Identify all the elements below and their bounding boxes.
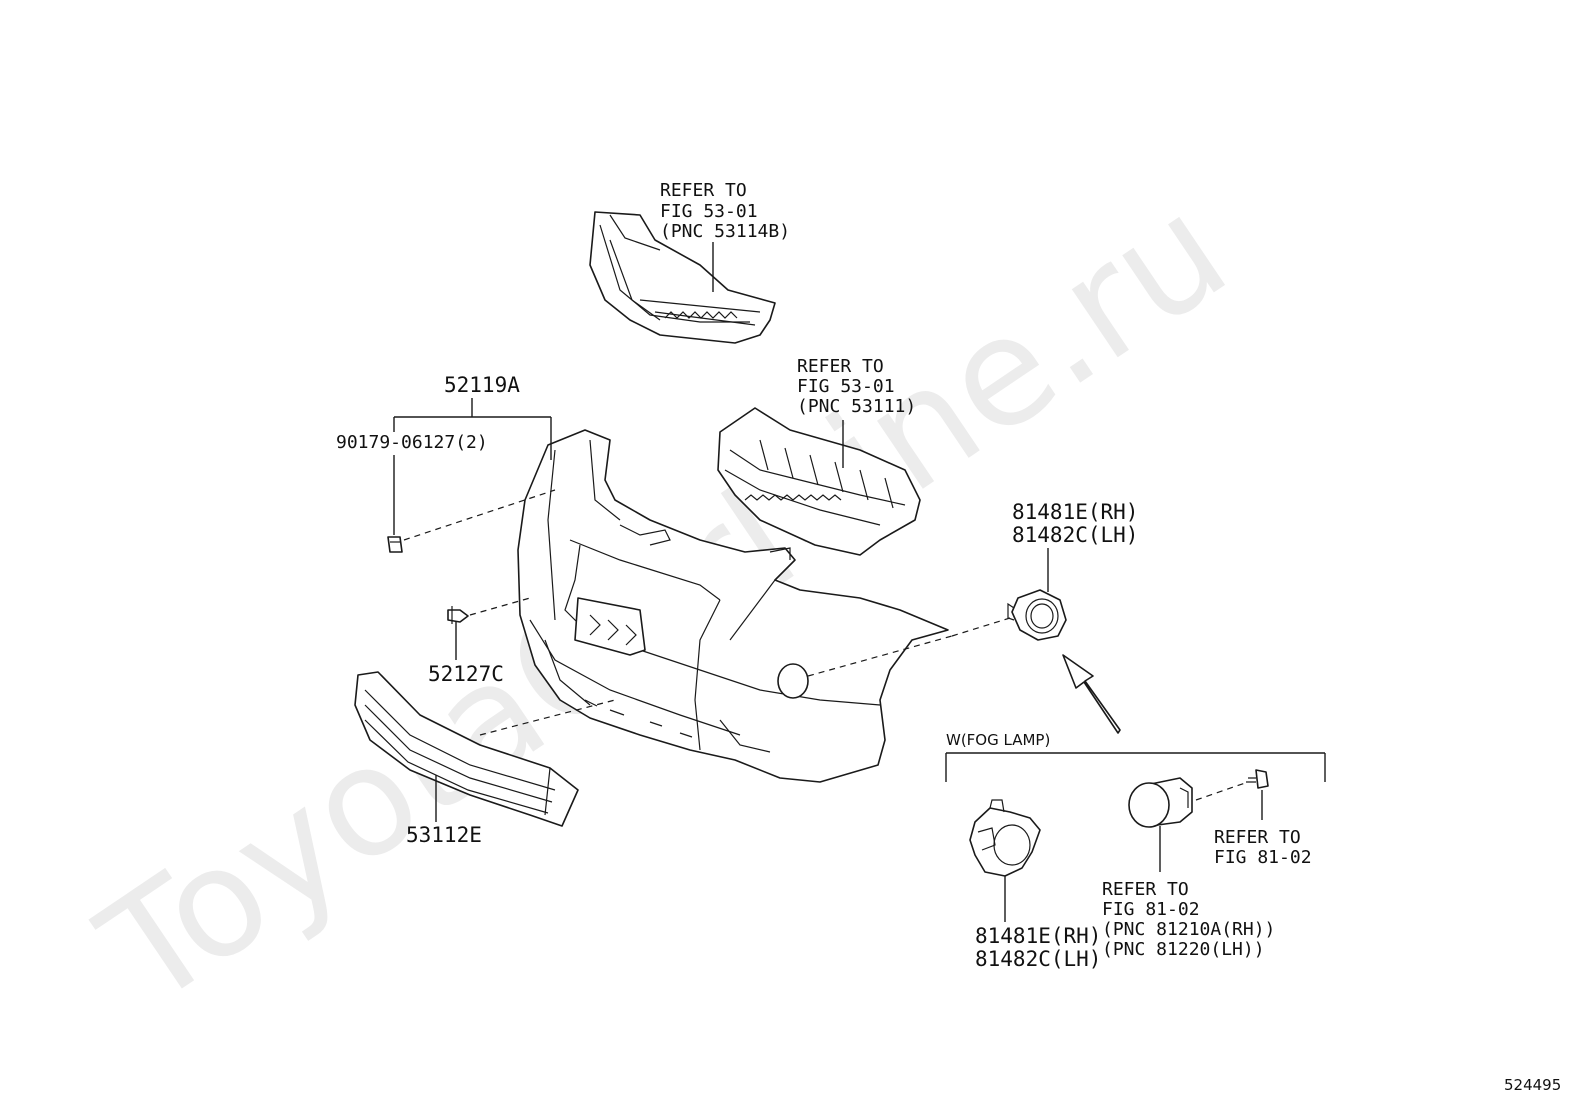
svg-text:53112E: 53112E <box>406 823 482 847</box>
retainer-drawing <box>447 606 469 624</box>
clip-callout: 90179-06127(2) <box>336 432 556 541</box>
radiator-grille-drawing <box>717 407 921 556</box>
svg-text:81481E(RH): 81481E(RH) <box>975 924 1101 948</box>
svg-text:(PNC 53114B): (PNC 53114B) <box>660 221 790 242</box>
svg-text:W(FOG LAMP): W(FOG LAMP) <box>946 731 1050 749</box>
svg-text:REFER TO: REFER TO <box>1102 879 1189 900</box>
fog-bracket-callout: 81481E(RH) 81482C(LH) <box>975 876 1101 971</box>
bumper-cover-drawing <box>517 429 949 783</box>
fog-lamp-drawing <box>1128 777 1249 828</box>
lower-grille-drawing <box>354 671 579 827</box>
svg-text:81481E(RH): 81481E(RH) <box>1012 500 1138 524</box>
fog-arrow <box>1062 654 1121 734</box>
svg-text:REFER TO: REFER TO <box>660 180 747 201</box>
svg-text:(PNC 81220(LH)): (PNC 81220(LH)) <box>1102 939 1265 960</box>
clip-drawing <box>387 536 403 553</box>
svg-text:(PNC 53111): (PNC 53111) <box>797 396 916 417</box>
svg-text:FIG 81-02: FIG 81-02 <box>1102 899 1200 920</box>
fog-lamp-callout: REFER TO FIG 81-02 (PNC 81210A(RH)) (PNC… <box>1102 826 1275 960</box>
svg-text:REFER TO: REFER TO <box>797 356 884 377</box>
upper-grille-drawing <box>589 211 776 344</box>
upper-grille-callout: REFER TO FIG 53-01 (PNC 53114B) <box>660 180 790 292</box>
svg-text:81482C(LH): 81482C(LH) <box>975 947 1101 971</box>
screw-drawing <box>1246 769 1269 789</box>
svg-text:FIG 53-01: FIG 53-01 <box>660 201 758 222</box>
svg-text:REFER TO: REFER TO <box>1214 827 1301 848</box>
svg-text:52127C: 52127C <box>428 662 504 686</box>
fog-cover-callout: 81481E(RH) 81482C(LH) <box>807 500 1138 677</box>
radiator-grille-callout: REFER TO FIG 53-01 (PNC 53111) <box>797 356 916 468</box>
retainer-callout: 52127C <box>428 597 531 686</box>
bumper-cover-callout: 52119A <box>393 373 552 460</box>
fog-bracket-drawing <box>969 799 1041 877</box>
svg-text:90179-06127(2): 90179-06127(2) <box>336 432 488 453</box>
fog-cover-drawing <box>1007 589 1067 641</box>
svg-text:FIG 81-02: FIG 81-02 <box>1214 847 1312 868</box>
fog-group: W(FOG LAMP) <box>945 731 1326 782</box>
svg-text:81482C(LH): 81482C(LH) <box>1012 523 1138 547</box>
figure-number: 524495 <box>1504 1076 1561 1094</box>
lower-grille-callout: 53112E <box>406 699 616 847</box>
svg-text:FIG 53-01: FIG 53-01 <box>797 376 895 397</box>
svg-text:(PNC 81210A(RH)): (PNC 81210A(RH)) <box>1102 919 1275 940</box>
screw-callout: REFER TO FIG 81-02 <box>1214 790 1312 868</box>
svg-text:52119A: 52119A <box>444 373 520 397</box>
